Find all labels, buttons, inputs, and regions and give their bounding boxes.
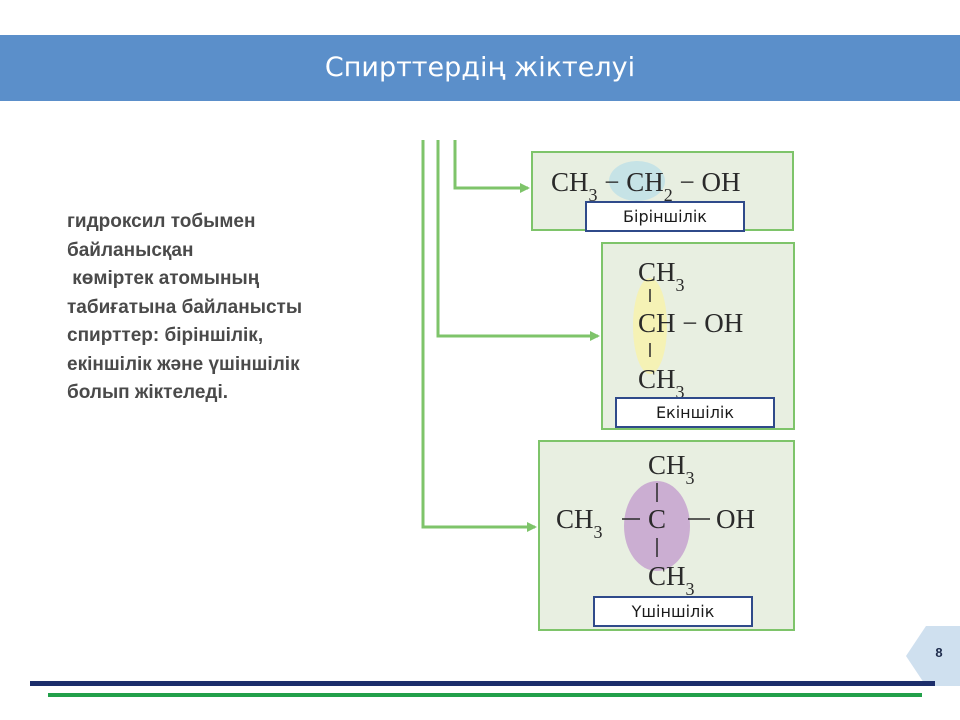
arrow-tertiary (421, 140, 537, 532)
tertiary-left-group: CH3 (556, 504, 603, 542)
secondary-carbon-highlight (633, 278, 667, 374)
secondary-label: Екіншілік (615, 397, 775, 428)
body-text: гидроксил тобымен байланысқан көміртек а… (67, 211, 303, 403)
arrow-primary (453, 140, 530, 193)
tertiary-top-group: CH3 (648, 450, 695, 488)
slide-title: Спирттердің жіктелуі (324, 52, 636, 83)
footer-rule-green (48, 693, 922, 697)
tertiary-center-carbon: C (648, 504, 666, 534)
secondary-top-group: CH3 (638, 257, 685, 295)
tertiary-carbon-highlight (624, 481, 690, 571)
page-tab-shape (906, 626, 960, 686)
arrow-secondary (436, 140, 600, 341)
page-number: 8 (935, 645, 943, 660)
primary-carbon-highlight (609, 161, 665, 201)
title-band: Спирттердің жіктелуі (0, 35, 960, 101)
primary-label: Біріншілік (585, 201, 745, 232)
tertiary-right-group: OH (716, 504, 755, 534)
footer-rule-blue (30, 681, 935, 686)
secondary-bottom-group: CH3 (638, 364, 685, 402)
tertiary-label: Үшіншілік (593, 596, 753, 627)
tertiary-bottom-group: CH3 (648, 561, 695, 599)
primary-formula: CH3 − CH2 − OH (551, 167, 741, 205)
secondary-middle-group: CH − OH (638, 308, 743, 338)
